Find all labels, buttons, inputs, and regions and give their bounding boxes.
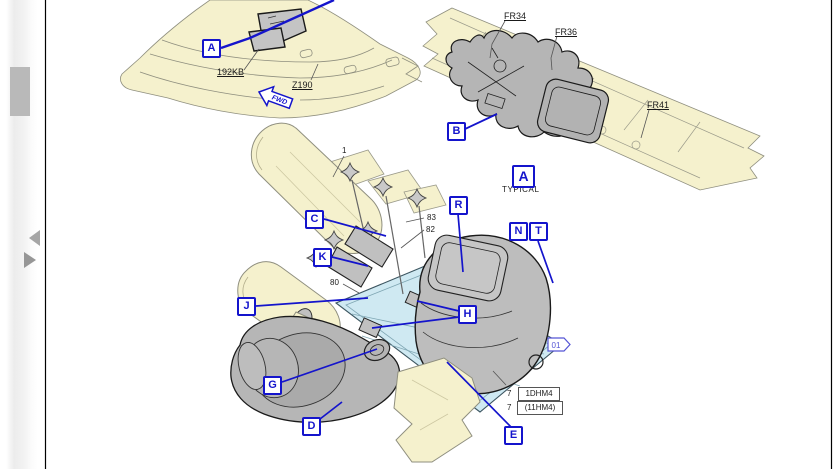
- frame-ref-leaders: [489, 20, 650, 139]
- callout-n[interactable]: N: [509, 222, 528, 241]
- detail-b-equipment: [445, 29, 610, 144]
- callout-k[interactable]: K: [313, 248, 332, 267]
- item-number-82: 82: [426, 225, 435, 234]
- callout-a-overview[interactable]: A: [202, 39, 221, 58]
- callout-g[interactable]: G: [263, 376, 282, 395]
- elbow-clamp-ring: [363, 338, 391, 362]
- callout-e[interactable]: E: [504, 426, 523, 445]
- item-number-83: 83: [427, 213, 436, 222]
- leader-callout-a-overview: [220, 0, 335, 50]
- callout-leaders: [255, 213, 554, 428]
- callout-c[interactable]: C: [305, 210, 324, 229]
- fwd-arrow-icon: FWD: [257, 85, 294, 110]
- collapse-panel-arrow-icon[interactable]: [29, 230, 40, 246]
- frame-ref-fr36[interactable]: FR36: [555, 27, 578, 37]
- sheet-ref-label[interactable]: 01: [552, 341, 561, 350]
- frame-ref-fr41[interactable]: FR41: [647, 100, 670, 110]
- effectivity-code-1[interactable]: 1DHM4: [518, 387, 560, 401]
- callout-a-typical[interactable]: A: [512, 165, 535, 188]
- leader-callout-b: [464, 113, 498, 130]
- item-leaders: [332, 155, 507, 386]
- elbow-clamp-ring-inner: [369, 344, 385, 356]
- sheet-ref-flag[interactable]: 01: [547, 337, 571, 352]
- scrollbar-thumb[interactable]: [10, 67, 30, 116]
- leader-z190: [310, 63, 319, 81]
- duct-end-cap-line: [256, 136, 264, 171]
- leader-192kb: [243, 48, 260, 71]
- item-number-1: 1: [342, 146, 347, 155]
- main-outlet-duct: [393, 357, 481, 463]
- duct-collar-upper: [344, 225, 394, 268]
- main-pack-unit: [414, 234, 552, 395]
- effectivity-qty-1: 7: [507, 389, 512, 398]
- callout-b[interactable]: B: [447, 122, 466, 141]
- outlet-shading-lines: [411, 379, 449, 431]
- clamp-bracket-lower: [358, 317, 383, 339]
- callout-r[interactable]: R: [449, 196, 468, 215]
- typical-caption: TYPICAL: [502, 185, 540, 194]
- effectivity-qty-2: 7: [507, 403, 512, 412]
- callout-j[interactable]: J: [237, 297, 256, 316]
- effectivity-code-2[interactable]: (11HM4): [517, 401, 563, 415]
- callout-h[interactable]: H: [458, 305, 477, 324]
- zone-ref-z190[interactable]: Z190: [292, 80, 313, 90]
- duct-shading-lines: [275, 151, 361, 237]
- expand-panel-arrow-icon[interactable]: [24, 252, 36, 268]
- callout-t[interactable]: T: [529, 222, 548, 241]
- panel-ref-192kb[interactable]: 192KB: [217, 67, 245, 77]
- item-number-80: 80: [330, 278, 339, 287]
- frame-ref-fr34[interactable]: FR34: [504, 11, 527, 21]
- overview-aircraft: [120, 0, 423, 119]
- callout-d[interactable]: D: [302, 417, 321, 436]
